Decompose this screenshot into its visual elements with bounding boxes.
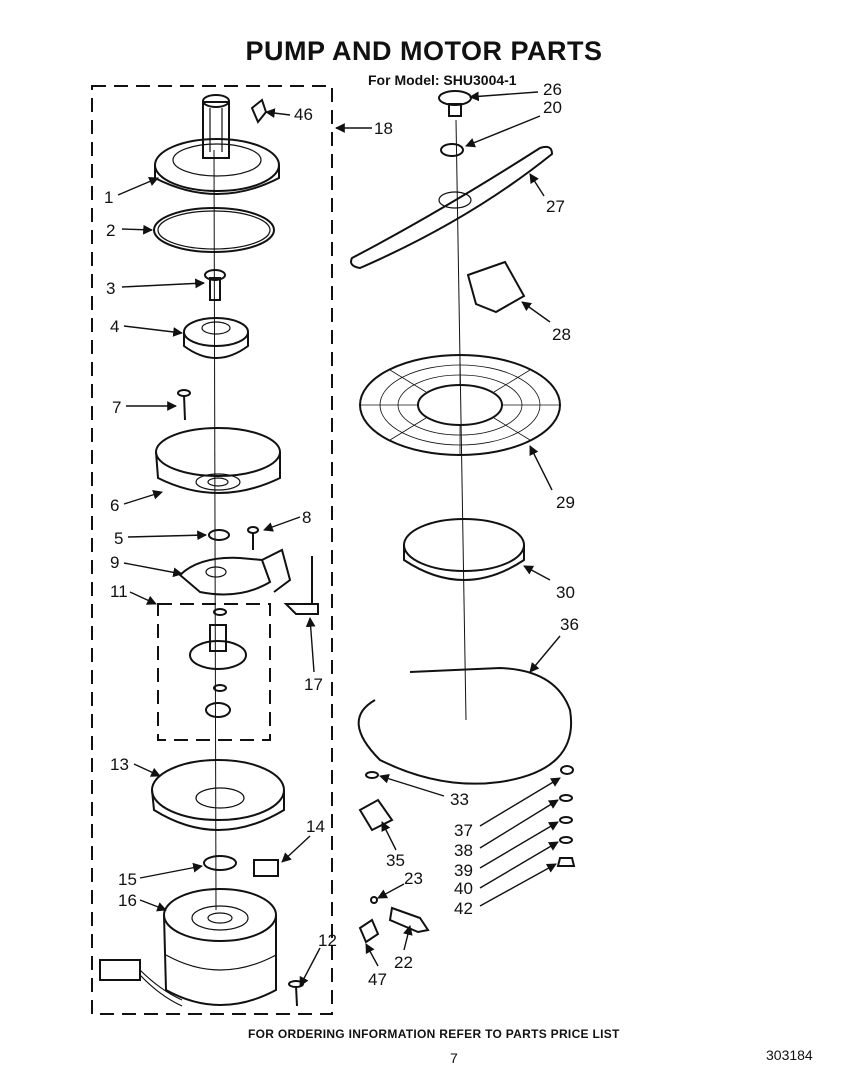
part-9-plate bbox=[178, 556, 272, 596]
callout-42: 42 bbox=[454, 899, 473, 918]
callout-40: 40 bbox=[454, 879, 473, 898]
callout-29: 29 bbox=[556, 493, 575, 512]
impeller-subassembly-boundary bbox=[157, 603, 271, 741]
callout-35: 35 bbox=[386, 851, 405, 870]
part-33-washer bbox=[365, 771, 379, 779]
callout-36: 36 bbox=[560, 615, 579, 634]
part-23-oring bbox=[370, 896, 378, 904]
part-5-washer bbox=[208, 529, 230, 541]
part-6-pump-base bbox=[155, 427, 281, 494]
part-29-filter-screen bbox=[359, 354, 561, 456]
callout-15: 15 bbox=[118, 870, 137, 889]
part-46-clip bbox=[250, 98, 268, 124]
callout-8: 8 bbox=[302, 508, 311, 527]
callout-11: 11 bbox=[110, 582, 128, 601]
callout-39: 39 bbox=[454, 861, 473, 880]
callout-12: 12 bbox=[318, 931, 337, 950]
model-subtitle: For Model: SHU3004-1 bbox=[368, 72, 517, 88]
part-13-motor-cover bbox=[151, 759, 285, 831]
callout-17: 17 bbox=[304, 675, 323, 694]
part-14-block bbox=[253, 859, 279, 877]
callout-3: 3 bbox=[106, 279, 115, 298]
part-26-cap bbox=[438, 90, 472, 117]
callout-46: 46 bbox=[294, 105, 313, 124]
drawing-number: 303184 bbox=[766, 1047, 813, 1063]
callout-16: 16 bbox=[118, 891, 137, 910]
part-17-rod-bracket bbox=[261, 548, 319, 615]
callout-13: 13 bbox=[110, 755, 129, 774]
part-47-clamp bbox=[358, 918, 380, 944]
part-2-o-ring-inner bbox=[157, 210, 271, 250]
callout-38: 38 bbox=[454, 841, 473, 860]
ordering-info-footer: FOR ORDERING INFORMATION REFER TO PARTS … bbox=[248, 1027, 620, 1041]
callout-26: 26 bbox=[543, 80, 562, 99]
callout-2: 2 bbox=[106, 221, 115, 240]
callout-22: 22 bbox=[394, 953, 413, 972]
leader-lines bbox=[117, 91, 561, 987]
part-36-heater-ring bbox=[357, 666, 573, 785]
part-8-screw bbox=[247, 526, 259, 550]
callout-7: 7 bbox=[112, 398, 121, 417]
callout-18: 18 bbox=[374, 119, 393, 138]
hardware-stack-37-42 bbox=[556, 765, 576, 867]
callout-23: 23 bbox=[404, 869, 423, 888]
callout-27: 27 bbox=[546, 197, 565, 216]
callout-47: 47 bbox=[368, 970, 387, 989]
part-35-bracket bbox=[358, 798, 394, 832]
pump-housing-cover bbox=[154, 94, 280, 195]
callout-30: 30 bbox=[556, 583, 575, 602]
part-7-screw bbox=[177, 389, 191, 421]
callout-37: 37 bbox=[454, 821, 473, 840]
part-4-impeller bbox=[183, 317, 249, 359]
callout-14: 14 bbox=[306, 817, 325, 836]
callout-4: 4 bbox=[110, 317, 119, 336]
part-15-gasket bbox=[203, 855, 237, 871]
pump-assembly-boundary bbox=[91, 85, 333, 1015]
part-2-o-ring bbox=[153, 207, 275, 253]
part-27-spray-arm bbox=[350, 145, 554, 270]
part-16-motor bbox=[99, 888, 277, 1007]
callout-5: 5 bbox=[114, 529, 123, 548]
page-number: 7 bbox=[450, 1050, 458, 1066]
callout-labels: 1 2 3 4 7 6 5 8 9 11 17 13 14 15 16 12 1… bbox=[104, 80, 579, 989]
part-20-washer bbox=[440, 143, 464, 157]
part-30-ring bbox=[403, 518, 525, 581]
part-28-bracket bbox=[466, 260, 526, 314]
part-11-impeller-assembly bbox=[189, 608, 247, 718]
callout-9: 9 bbox=[110, 553, 119, 572]
part-22-valve bbox=[388, 906, 430, 934]
part-3-fitting bbox=[204, 269, 226, 301]
callout-20: 20 bbox=[543, 98, 562, 117]
callout-6: 6 bbox=[110, 496, 119, 515]
callout-28: 28 bbox=[552, 325, 571, 344]
page-title: PUMP AND MOTOR PARTS bbox=[245, 36, 603, 66]
callout-33: 33 bbox=[450, 790, 469, 809]
callout-1: 1 bbox=[104, 188, 113, 207]
right-axis-line bbox=[455, 119, 467, 721]
